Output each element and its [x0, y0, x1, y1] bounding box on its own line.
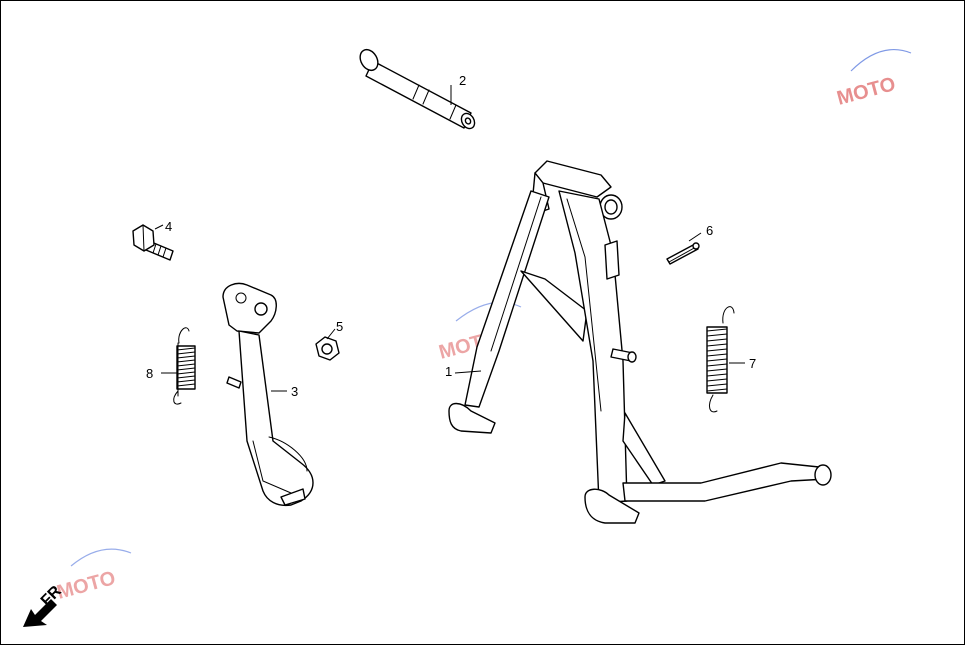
- svg-text:MOTO: MOTO: [835, 73, 898, 110]
- callout-2: 2: [459, 73, 466, 88]
- callout-8: 8: [146, 366, 153, 381]
- part-spring-small: [173, 327, 196, 405]
- part-pivot-shaft: [359, 48, 476, 130]
- callout-1: 1: [445, 364, 452, 379]
- part-spring-large: [706, 306, 735, 413]
- front-arrow-icon: [23, 599, 57, 627]
- callout-3: 3: [291, 384, 298, 399]
- front-direction-indicator: FR: [23, 582, 65, 627]
- callout-6: 6: [706, 223, 713, 238]
- callout-7: 7: [749, 356, 756, 371]
- svg-text:MOTO: MOTO: [55, 567, 118, 604]
- part-cotter-pin: [666, 242, 700, 265]
- part-main-stand: [448, 160, 832, 524]
- watermark-logo-bottom-left: MOTO: [55, 548, 132, 604]
- part-side-stand: [222, 282, 314, 507]
- part-nut: [315, 336, 340, 361]
- watermark-logo-top-right: MOTO: [835, 49, 912, 110]
- leader-lines: [154, 85, 745, 392]
- callout-5: 5: [336, 319, 343, 334]
- callout-4: 4: [165, 219, 172, 234]
- part-bolt: [132, 224, 174, 261]
